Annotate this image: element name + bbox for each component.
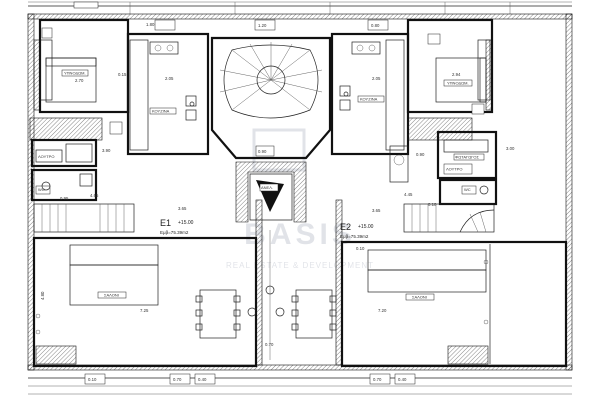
elevator-shaft: ΑΝΕΛ. bbox=[235, 161, 307, 223]
dim-text: 1.20 bbox=[258, 23, 267, 28]
e2-skylight-label: ΦΩΤΑΓΩΓΟΣ bbox=[455, 155, 480, 160]
e2-wc-label: WC bbox=[464, 187, 471, 192]
e1-entry-steps bbox=[33, 203, 135, 233]
e2-living-room: ΣΑΛΟΝΙ 7.20 0.10 bbox=[275, 240, 568, 368]
e2-bath-label: ΛΟΥΤΡΟ bbox=[446, 167, 462, 172]
dim-text: 3.00 bbox=[506, 146, 515, 151]
dim-text: 0.10 bbox=[88, 377, 97, 382]
e1-skylight: WC 0.95 bbox=[30, 168, 98, 202]
dim-text: 0.10 bbox=[428, 202, 437, 207]
dim-text: 0.70 bbox=[265, 342, 274, 347]
elevator-label: ΑΝΕΛ. bbox=[261, 185, 273, 190]
dim-text: 3.90 bbox=[102, 148, 111, 153]
dim-text: 0.10 bbox=[356, 246, 365, 251]
dim-text: 0.70 bbox=[173, 377, 182, 382]
unit-e1: ΥΠΝΟΔΩΜ. 2.70 0.15 ΚΟΥΖΙΝΑ 2.05 Λ bbox=[29, 18, 258, 368]
dim-text: 2.05 bbox=[165, 76, 174, 81]
e1-wc-label: WC bbox=[38, 187, 45, 192]
dim-text: 3.65 bbox=[372, 208, 381, 213]
bottom-balcony: 0.10 0.70 0.40 0.70 0.40 bbox=[28, 373, 572, 395]
e2-wc: WC ΛΟΥΤΡΟ bbox=[438, 163, 498, 206]
e2-entry-steps bbox=[403, 203, 495, 233]
dim-text: 0.15 bbox=[118, 72, 127, 77]
e1-living-room: ΣΑΛΟΝΙ 7.25 4.80 bbox=[32, 236, 258, 368]
e2-bedroom-label: ΥΠΝΟΔΩΜ. bbox=[447, 81, 469, 86]
e2-kitchen-label: ΚΟΥΖΙΝΑ bbox=[360, 97, 378, 102]
e1-bath-label: ΛΟΥΤΡΟ bbox=[38, 154, 54, 159]
e1-unit-name: E1 bbox=[160, 218, 171, 228]
dim-text: 4.80 bbox=[40, 291, 45, 300]
dim-text: 0.70 bbox=[373, 377, 382, 382]
e1-kitchen-label: ΚΟΥΖΙΝΑ bbox=[152, 109, 170, 114]
e1-living-label: ΣΑΛΟΝΙ bbox=[104, 293, 119, 298]
central-staircase: 0.90 bbox=[210, 36, 332, 160]
unit-e2: ΚΟΥΖΙΝΑ 2.05 ΥΠΝΟΔΩΜ. 2.94 ΦΩΤΑΓΩΓΟΣ 0.9 bbox=[275, 18, 568, 368]
center-core: 0.90 ΑΝΕΛ. 1.80 1.20 0.80 0.70 bbox=[146, 22, 380, 365]
dim-text: 0.40 bbox=[398, 377, 407, 382]
e2-unit-label: E2 +15.00 Εμβ=75.39m2 bbox=[340, 222, 374, 239]
top-strip bbox=[28, 1, 572, 31]
e1-kitchen: ΚΟΥΖΙΝΑ 2.05 bbox=[126, 32, 210, 156]
dim-text: 7.20 bbox=[378, 308, 387, 313]
e2-elevation: +15.00 bbox=[358, 224, 374, 230]
dim-text: 0.40 bbox=[198, 377, 207, 382]
e1-bedroom-label: ΥΠΝΟΔΩΜ. bbox=[64, 71, 86, 76]
dim-text: 0.90 bbox=[416, 152, 425, 157]
dim-text: 1.80 bbox=[146, 22, 155, 27]
e2-bedroom: ΥΠΝΟΔΩΜ. 2.94 bbox=[406, 18, 494, 115]
e2-bath: ΦΩΤΑΓΩΓΟΣ 0.90 bbox=[389, 117, 498, 183]
e1-bath: ΛΟΥΤΡΟ 3.90 bbox=[29, 117, 111, 168]
e1-elevation: +15.00 bbox=[178, 220, 194, 226]
dim-text: 0.80 bbox=[371, 23, 380, 28]
dim-text: 0.95 bbox=[60, 196, 69, 201]
dim-text: 7.25 bbox=[140, 308, 149, 313]
e1-unit-label: E1 +15.00 Εμβ=75.39m2 bbox=[160, 218, 194, 235]
dim-text: 0.90 bbox=[258, 149, 267, 154]
e2-area: Εμβ=75.39m2 bbox=[340, 234, 369, 239]
e1-bedroom: ΥΠΝΟΔΩΜ. 2.70 0.15 bbox=[38, 18, 130, 135]
dim-text: 4.65 bbox=[90, 193, 99, 198]
watermark-tagline: REAL ESTATE & DEVELOPMENT bbox=[226, 261, 374, 270]
dim-text: 2.94 bbox=[452, 72, 461, 77]
e2-living-label: ΣΑΛΟΝΙ bbox=[412, 295, 427, 300]
dim-text: 2.70 bbox=[75, 78, 84, 83]
dim-text: 4.45 bbox=[404, 192, 413, 197]
dim-text: 3.65 bbox=[178, 206, 187, 211]
e2-kitchen: ΚΟΥΖΙΝΑ 2.05 bbox=[330, 32, 410, 156]
e1-area: Εμβ=75.39m2 bbox=[160, 230, 189, 235]
dim-text: 2.05 bbox=[372, 76, 381, 81]
e2-unit-name: E2 bbox=[340, 222, 351, 232]
